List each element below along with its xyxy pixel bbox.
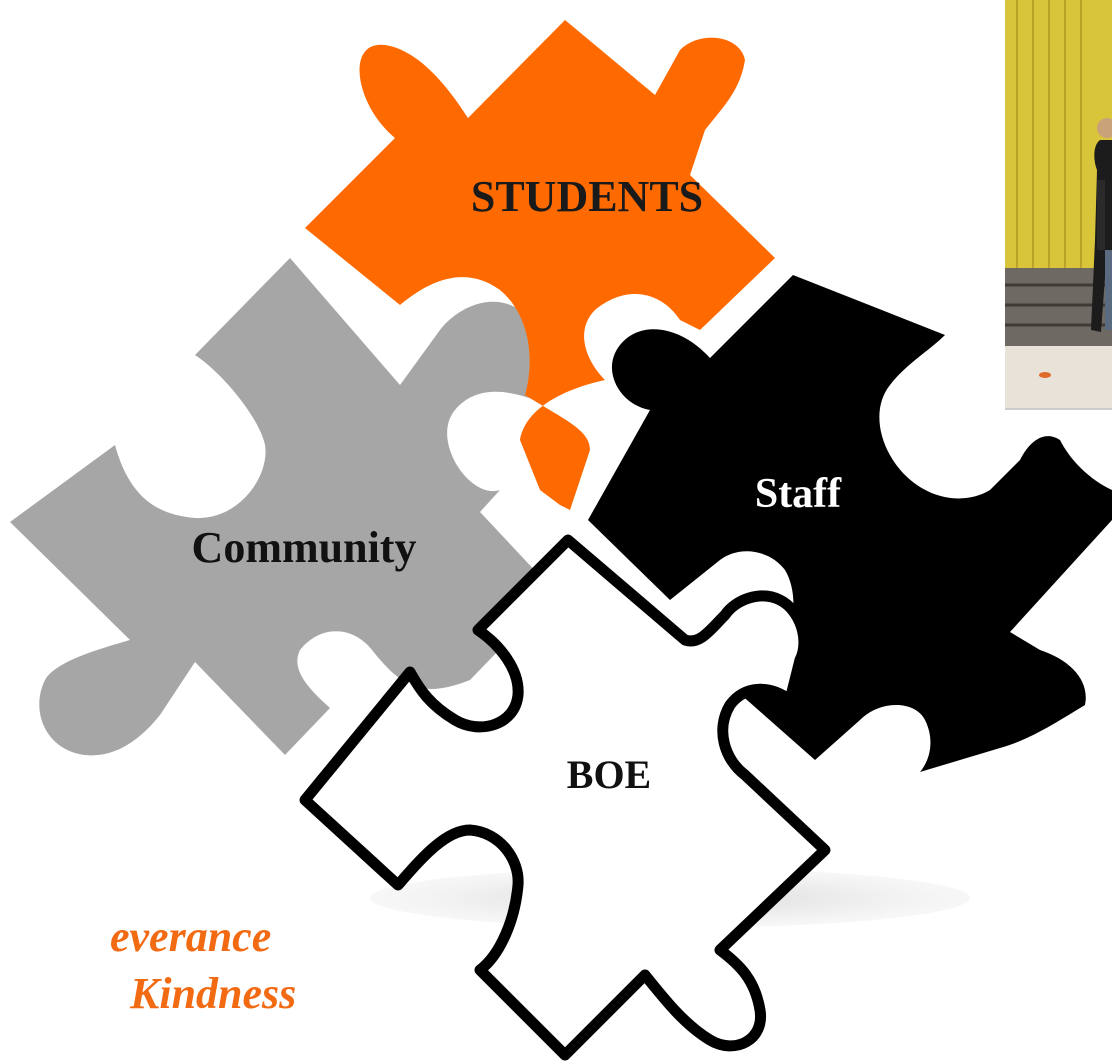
students-piece bbox=[305, 20, 775, 510]
boe-label: BOE bbox=[566, 752, 652, 797]
community-label: Community bbox=[191, 523, 417, 572]
boe-piece bbox=[299, 534, 831, 1061]
motto-line-2: Kindness bbox=[130, 969, 297, 1018]
community-piece bbox=[10, 258, 555, 756]
staff-piece bbox=[588, 275, 1112, 772]
motto-line-1: everance bbox=[110, 912, 272, 961]
staff-label: Staff bbox=[754, 471, 842, 517]
students-label: STUDENTS bbox=[470, 172, 704, 221]
group-photo-image bbox=[1005, 0, 1112, 410]
